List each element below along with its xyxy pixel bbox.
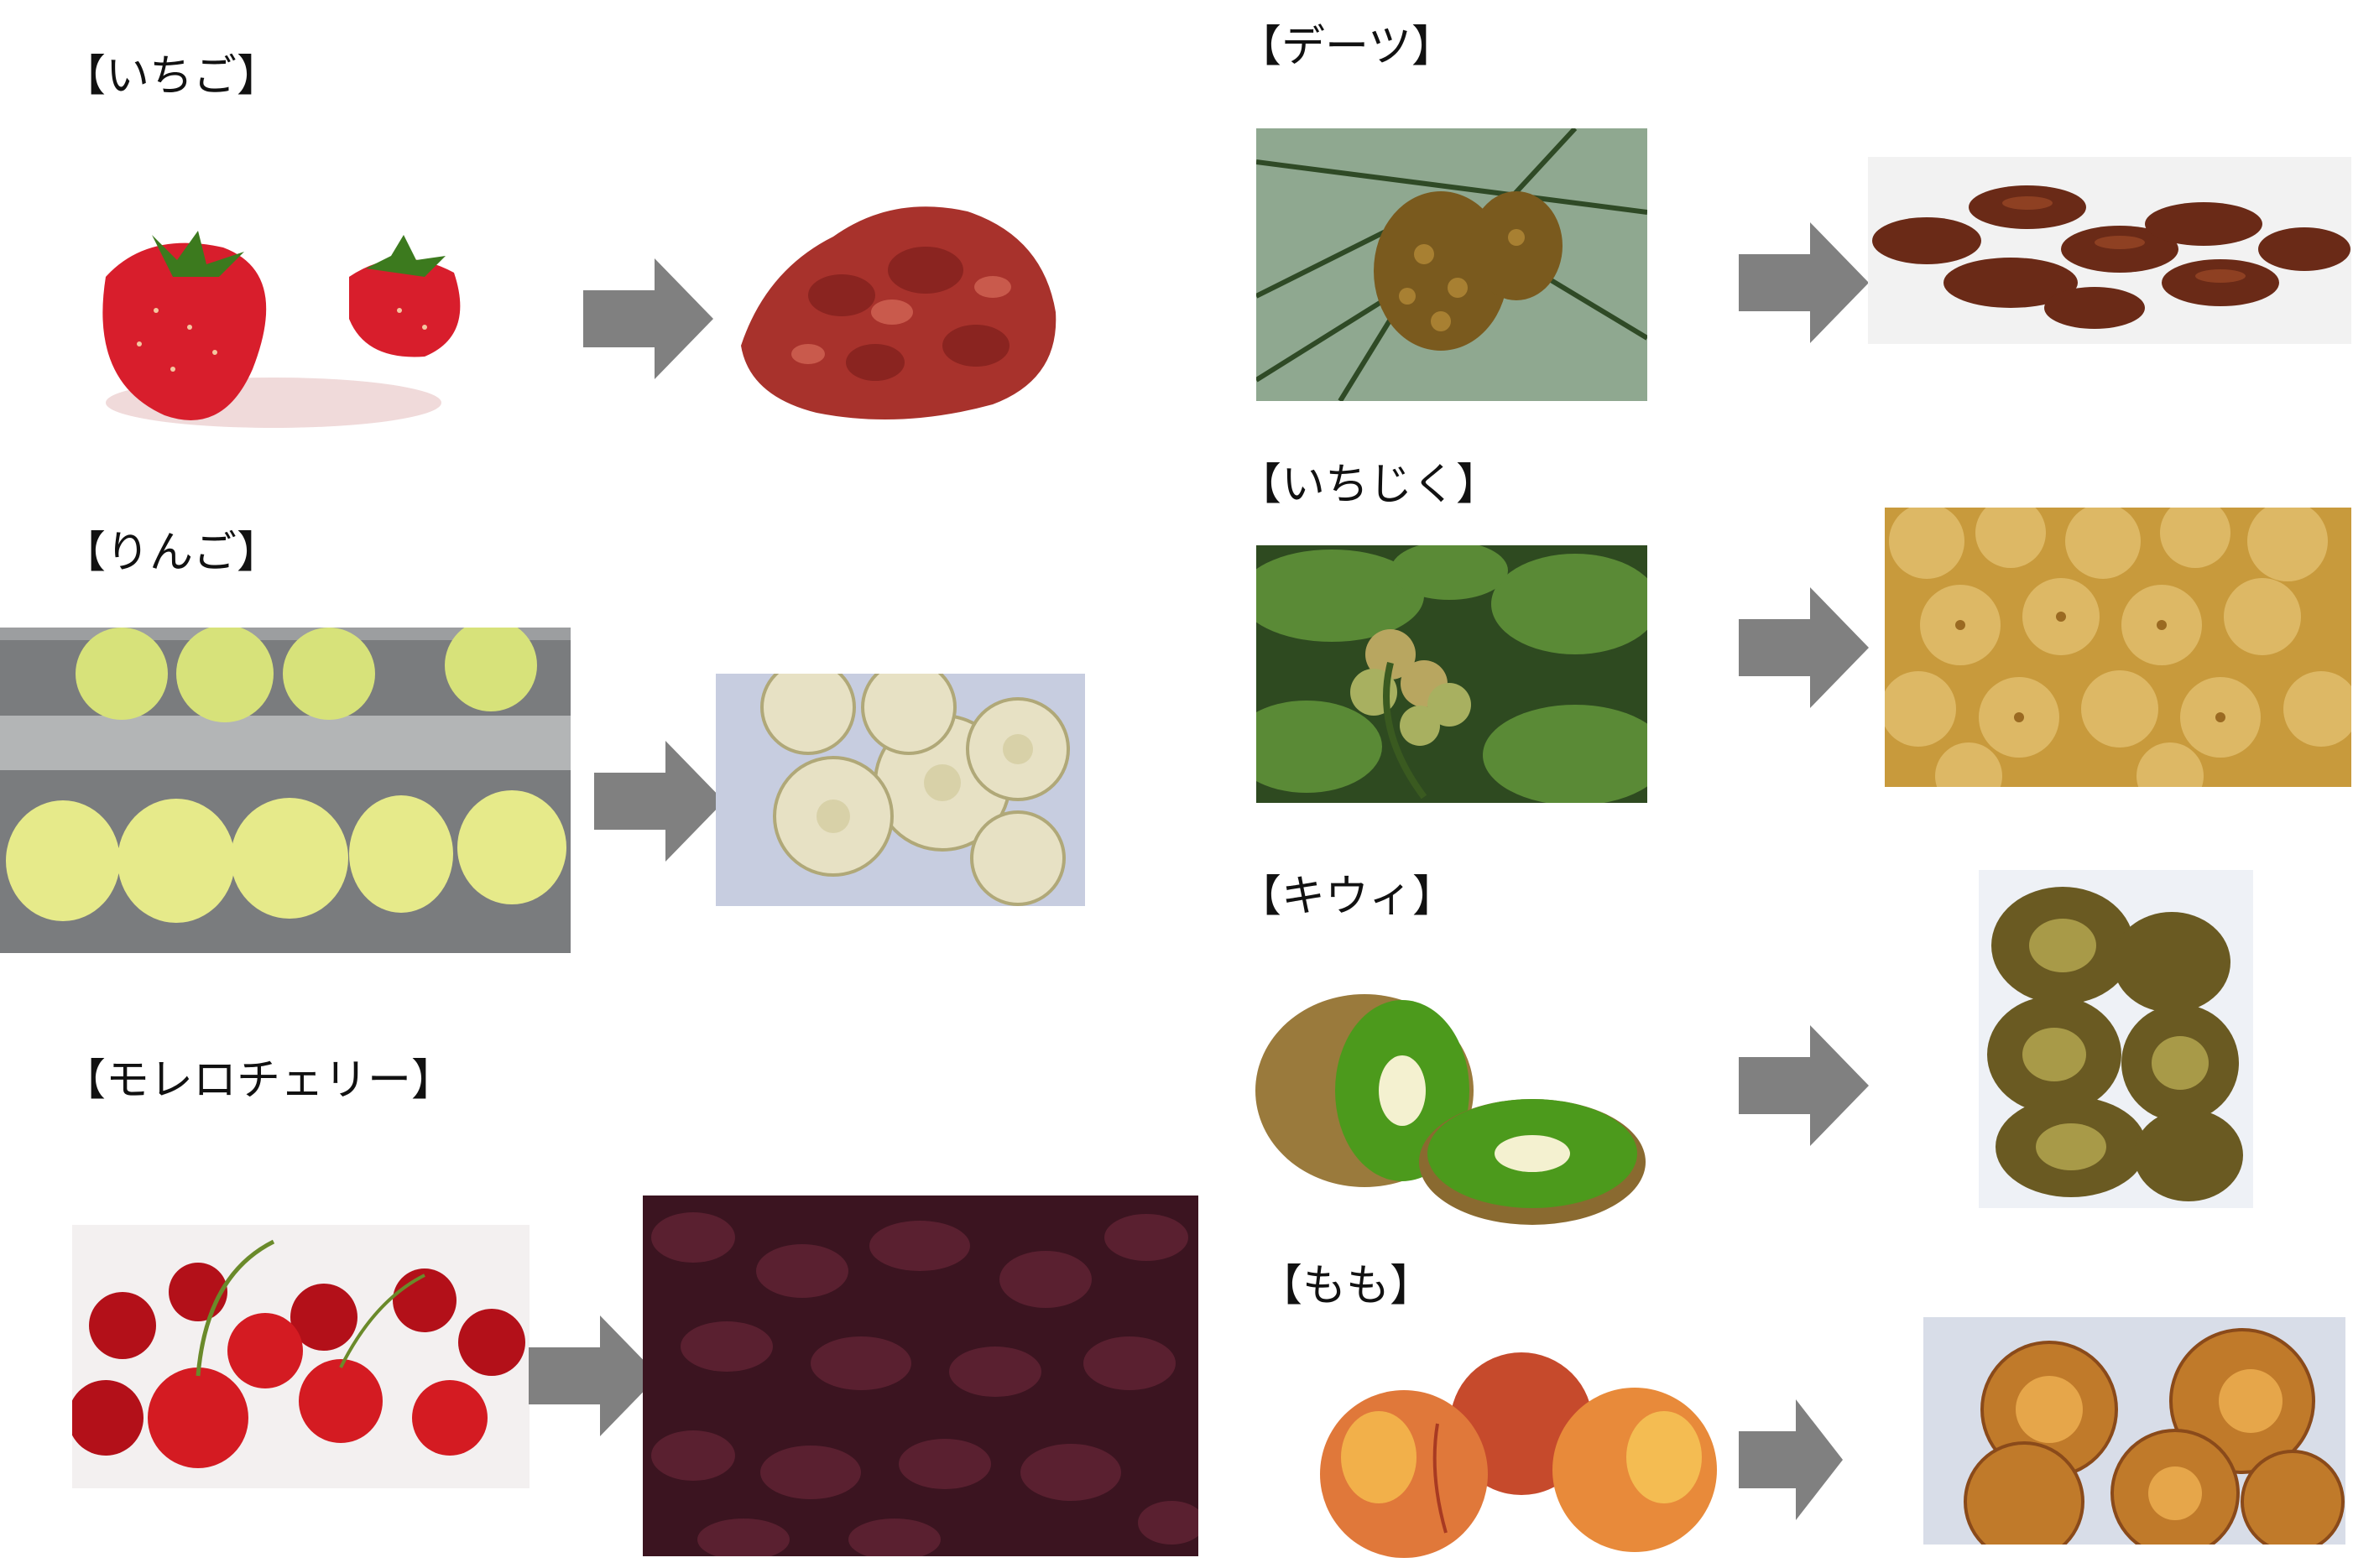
morello-cherry-label: 【モレロチェリー】: [62, 1055, 456, 1106]
right-arrow-icon: [1739, 222, 1869, 343]
fresh-strawberry-photo: [72, 151, 503, 451]
right-arrow-icon: [583, 258, 713, 379]
right-arrow-icon: [529, 1315, 659, 1436]
dried-kiwi-photo: [1979, 870, 2253, 1208]
kiwi-label: 【キウィ】: [1238, 872, 1457, 922]
dates-label: 【デーツ】: [1238, 22, 1455, 72]
apple-label: 【りんご】: [62, 528, 281, 578]
fresh-apple-photo: [0, 628, 571, 953]
dried-fig-photo: [1885, 508, 2351, 787]
dried-dates-photo: [1868, 157, 2351, 344]
right-arrow-icon: [1739, 1025, 1869, 1146]
right-arrow-icon: [1739, 587, 1869, 708]
dried-strawberry-photo: [716, 169, 1088, 440]
fresh-morello-cherry-photo: [72, 1225, 530, 1488]
right-arrow-icon: [594, 741, 724, 862]
fresh-peach-photo: [1312, 1348, 1727, 1568]
dried-morello-cherry-photo: [643, 1196, 1198, 1556]
fresh-dates-photo: [1256, 128, 1647, 401]
fig-label: 【いちじく】: [1238, 460, 1500, 510]
strawberry-label: 【いちご】: [62, 51, 281, 102]
fresh-fig-photo: [1256, 545, 1647, 803]
dried-peach-photo: [1923, 1317, 2345, 1545]
fresh-kiwi-photo: [1247, 973, 1647, 1233]
dried-apple-photo: [716, 674, 1085, 906]
peach-label: 【もも】: [1259, 1261, 1434, 1311]
right-arrow-icon: [1739, 1399, 1843, 1520]
